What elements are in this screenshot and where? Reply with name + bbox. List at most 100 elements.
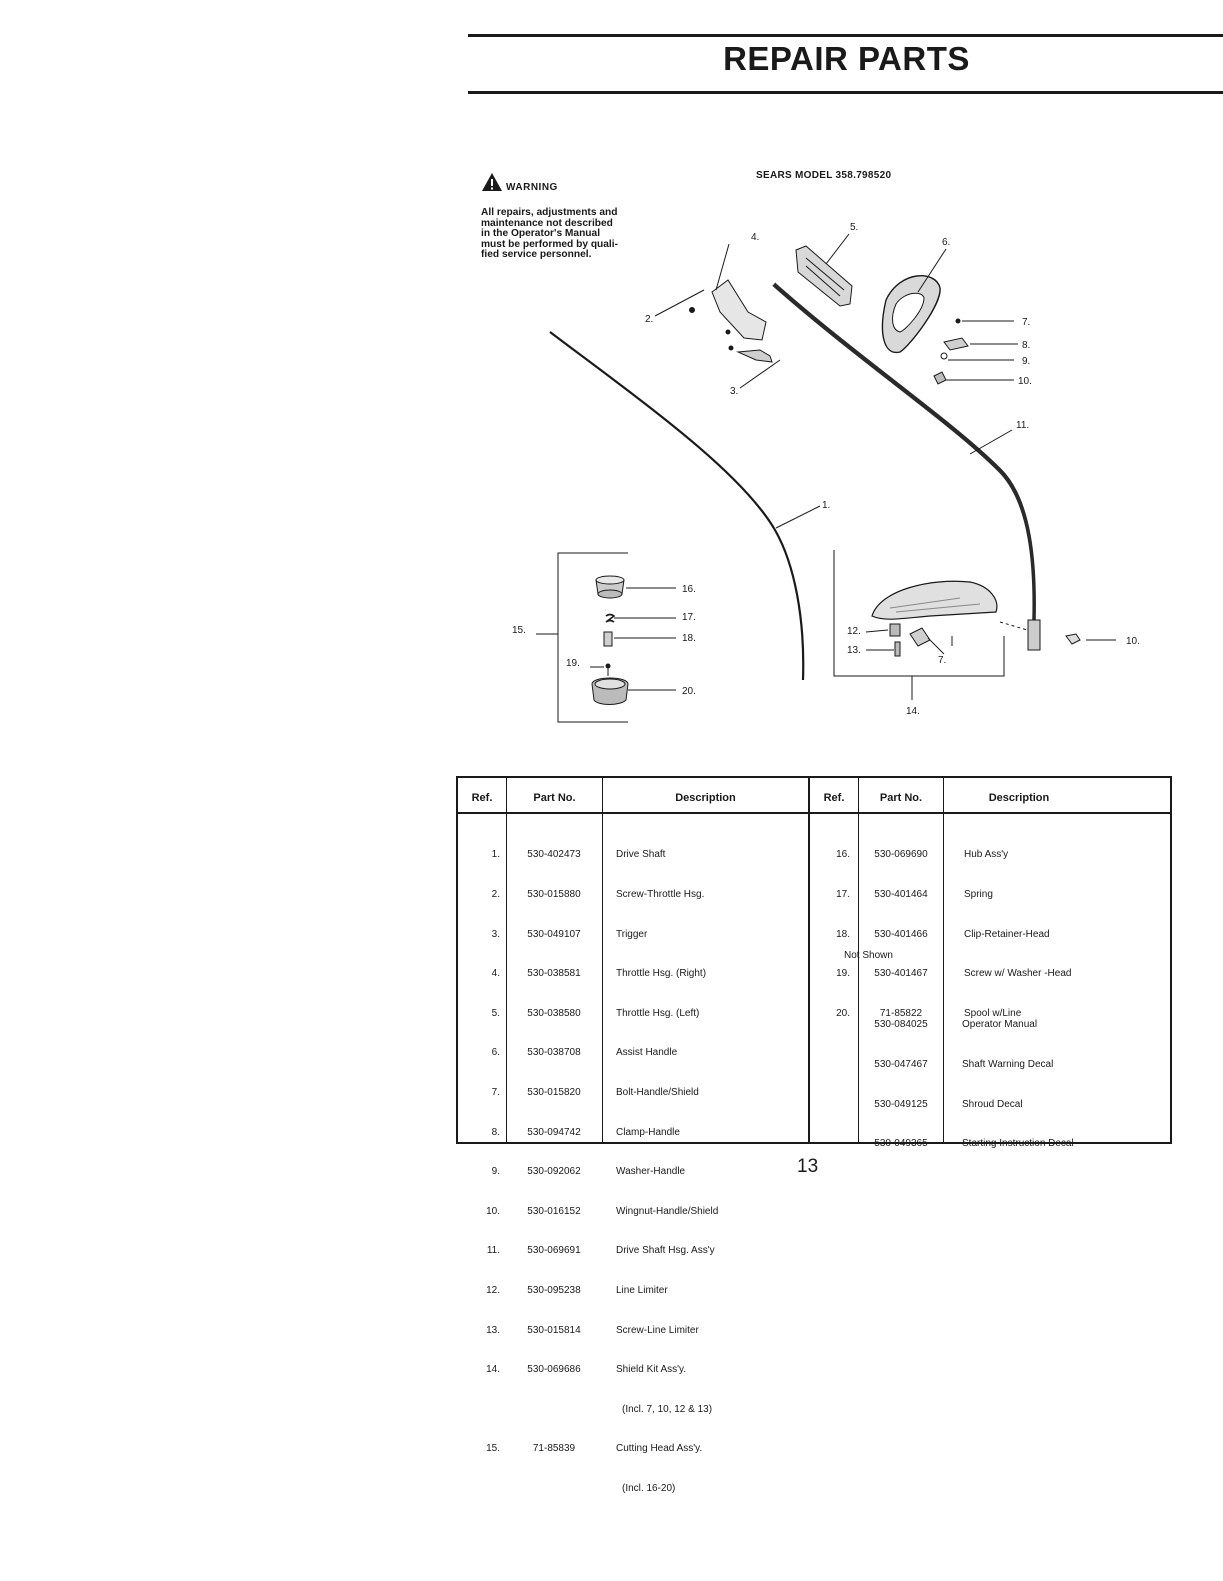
callout-12: 12. bbox=[847, 626, 861, 637]
callout-17: 17. bbox=[682, 612, 696, 623]
callout-11: 11. bbox=[1016, 420, 1029, 431]
table-cell: 2. bbox=[491, 889, 500, 900]
table-cell: Drive Shaft bbox=[616, 849, 666, 861]
table-cell: Shaft Warning Decal bbox=[962, 1059, 1054, 1070]
table-cell: 530-069686 bbox=[527, 1364, 581, 1376]
table-cell: 530-401464 bbox=[874, 889, 928, 900]
callout-2: 2. bbox=[645, 314, 653, 325]
table-cell: 14. bbox=[486, 1364, 500, 1376]
callout-6: 6. bbox=[942, 237, 950, 248]
table-cell: 10. bbox=[486, 1205, 500, 1217]
callout-3: 3. bbox=[730, 386, 738, 397]
table-cell: 530-038580 bbox=[527, 1007, 581, 1019]
table-cell: 5. bbox=[491, 1007, 500, 1019]
throttle-housing-part bbox=[711, 279, 767, 341]
table-cell: 8. bbox=[491, 1126, 500, 1138]
callout-5: 5. bbox=[850, 222, 858, 233]
warning-title: WARNING bbox=[506, 182, 558, 193]
callout-15: 15. bbox=[512, 625, 526, 636]
col-header-part-no-2: Part No. bbox=[879, 792, 923, 804]
table-cell: 530-094742 bbox=[527, 1126, 581, 1138]
warning-line: fied service personnel. bbox=[481, 249, 592, 261]
table-cell: 530-049365 bbox=[874, 1138, 928, 1150]
table-cell: Assist Handle bbox=[616, 1047, 678, 1059]
callout-14: 14. bbox=[906, 706, 920, 717]
table-cell: 16. bbox=[836, 849, 850, 861]
table-cell: (Incl. 16-20) bbox=[622, 1482, 676, 1494]
table-cell: Screw-Line Limiter bbox=[616, 1324, 699, 1336]
callout-1: 1. bbox=[822, 500, 830, 511]
table-cell: 530-095238 bbox=[527, 1284, 581, 1296]
table-cell: Wingnut-Handle/Shield bbox=[616, 1205, 719, 1217]
callout-10: 10. bbox=[1018, 376, 1032, 387]
table-cell: 530-038708 bbox=[527, 1047, 581, 1059]
table-cell: Bolt-Handle/Shield bbox=[616, 1086, 699, 1098]
warning-triangle-icon bbox=[482, 173, 502, 191]
table-cell: 530-092062 bbox=[527, 1166, 581, 1178]
table-cell: 530-015820 bbox=[527, 1086, 581, 1098]
table-cell: Hub Ass'y bbox=[964, 849, 1009, 861]
spring-part bbox=[605, 613, 616, 623]
table-cell: (Incl. 7, 10, 12 & 13) bbox=[622, 1403, 713, 1415]
not-shown-label: Not Shown bbox=[844, 950, 893, 961]
callout-19: 19. bbox=[566, 658, 580, 669]
table-cell: Throttle Hsg. (Left) bbox=[616, 1007, 700, 1019]
table-cell: 530-084025 bbox=[874, 1019, 928, 1031]
exploded-parts-diagram: 1. 2. 3. 4. 5. 6. 7. 8. 9. 10. 10. 11. 1… bbox=[512, 222, 1140, 723]
drive-shaft-housing-part bbox=[772, 282, 1038, 641]
table-cell: Clip-Retainer-Head bbox=[964, 928, 1050, 940]
header-divider bbox=[456, 812, 1172, 814]
table-cell: 4. bbox=[491, 968, 500, 980]
table-cell: 530-069691 bbox=[527, 1245, 581, 1257]
table-cell: 11. bbox=[486, 1245, 500, 1257]
table-cell: 71-85839 bbox=[532, 1443, 576, 1455]
callout-16: 16. bbox=[682, 584, 696, 595]
table-cell: 1. bbox=[491, 849, 500, 861]
table-cell bbox=[508, 1482, 600, 1495]
table-cell: Trigger bbox=[616, 928, 648, 940]
left-part-column: 530-402473 530-015880 530-049107 530-038… bbox=[508, 822, 600, 1522]
table-cell: 19. bbox=[836, 968, 850, 980]
page-title: REPAIR PARTS bbox=[723, 40, 970, 77]
table-cell: Clamp-Handle bbox=[616, 1126, 680, 1138]
callout-18: 18. bbox=[682, 633, 696, 644]
col-header-ref: Ref. bbox=[471, 792, 493, 804]
table-cell: Shield Kit Ass'y. bbox=[616, 1364, 687, 1376]
col-header-ref-2: Ref. bbox=[823, 792, 845, 804]
right-desc-column: Hub Ass'y Spring Clip-Retainer-Head Scre… bbox=[964, 822, 1154, 1046]
table-cell: Cutting Head Ass'y. bbox=[616, 1443, 703, 1455]
table-cell: 9. bbox=[491, 1166, 500, 1178]
shield-part bbox=[871, 580, 998, 620]
clip-retainer-part bbox=[603, 631, 613, 647]
top-rule bbox=[468, 34, 1223, 37]
warning-text: All repairs, adjustments and maintenance… bbox=[481, 207, 659, 261]
table-cell: 530-069690 bbox=[874, 849, 928, 861]
table-cell: 3. bbox=[491, 928, 500, 940]
table-cell: Operator Manual bbox=[962, 1019, 1038, 1031]
callout-9: 9. bbox=[1022, 356, 1030, 367]
drive-shaft-part bbox=[549, 331, 805, 681]
table-cell: Washer-Handle bbox=[616, 1166, 686, 1178]
page-number: 13 bbox=[797, 1156, 819, 1177]
col-header-description-2: Description bbox=[988, 792, 1050, 804]
table-cell: 530-401466 bbox=[874, 928, 928, 940]
table-border bbox=[456, 776, 1172, 1144]
table-cell: 530-038581 bbox=[527, 968, 581, 980]
table-cell bbox=[464, 1482, 500, 1495]
table-cell: Screw-Throttle Hsg. bbox=[616, 889, 705, 900]
table-cell: 20. bbox=[836, 1007, 850, 1019]
throttle-housing-left-part bbox=[795, 245, 853, 307]
table-cell: 13. bbox=[486, 1324, 500, 1336]
table-cell bbox=[508, 1403, 600, 1416]
table-cell: 71-85822 bbox=[879, 1007, 923, 1019]
warning-line: in the Operator's Manual bbox=[481, 228, 601, 240]
table-cell: 7. bbox=[491, 1086, 500, 1098]
table-cell: 530-015880 bbox=[527, 889, 581, 900]
table-cell: Spool w/Line bbox=[964, 1007, 1022, 1019]
table-cell: Screw w/ Washer -Head bbox=[964, 968, 1072, 980]
table-cell: Starting Instruction Decal bbox=[962, 1138, 1074, 1150]
table-cell: 12. bbox=[486, 1284, 500, 1296]
table-cell: 530-401467 bbox=[874, 968, 928, 980]
left-ref-column: 1. 2. 3. 4. 5. 6. 7. 8. 9. 10. 11. 12. 1… bbox=[464, 822, 500, 1522]
parts-table: Ref. Part No. Description Ref. Part No. … bbox=[456, 776, 1172, 1494]
